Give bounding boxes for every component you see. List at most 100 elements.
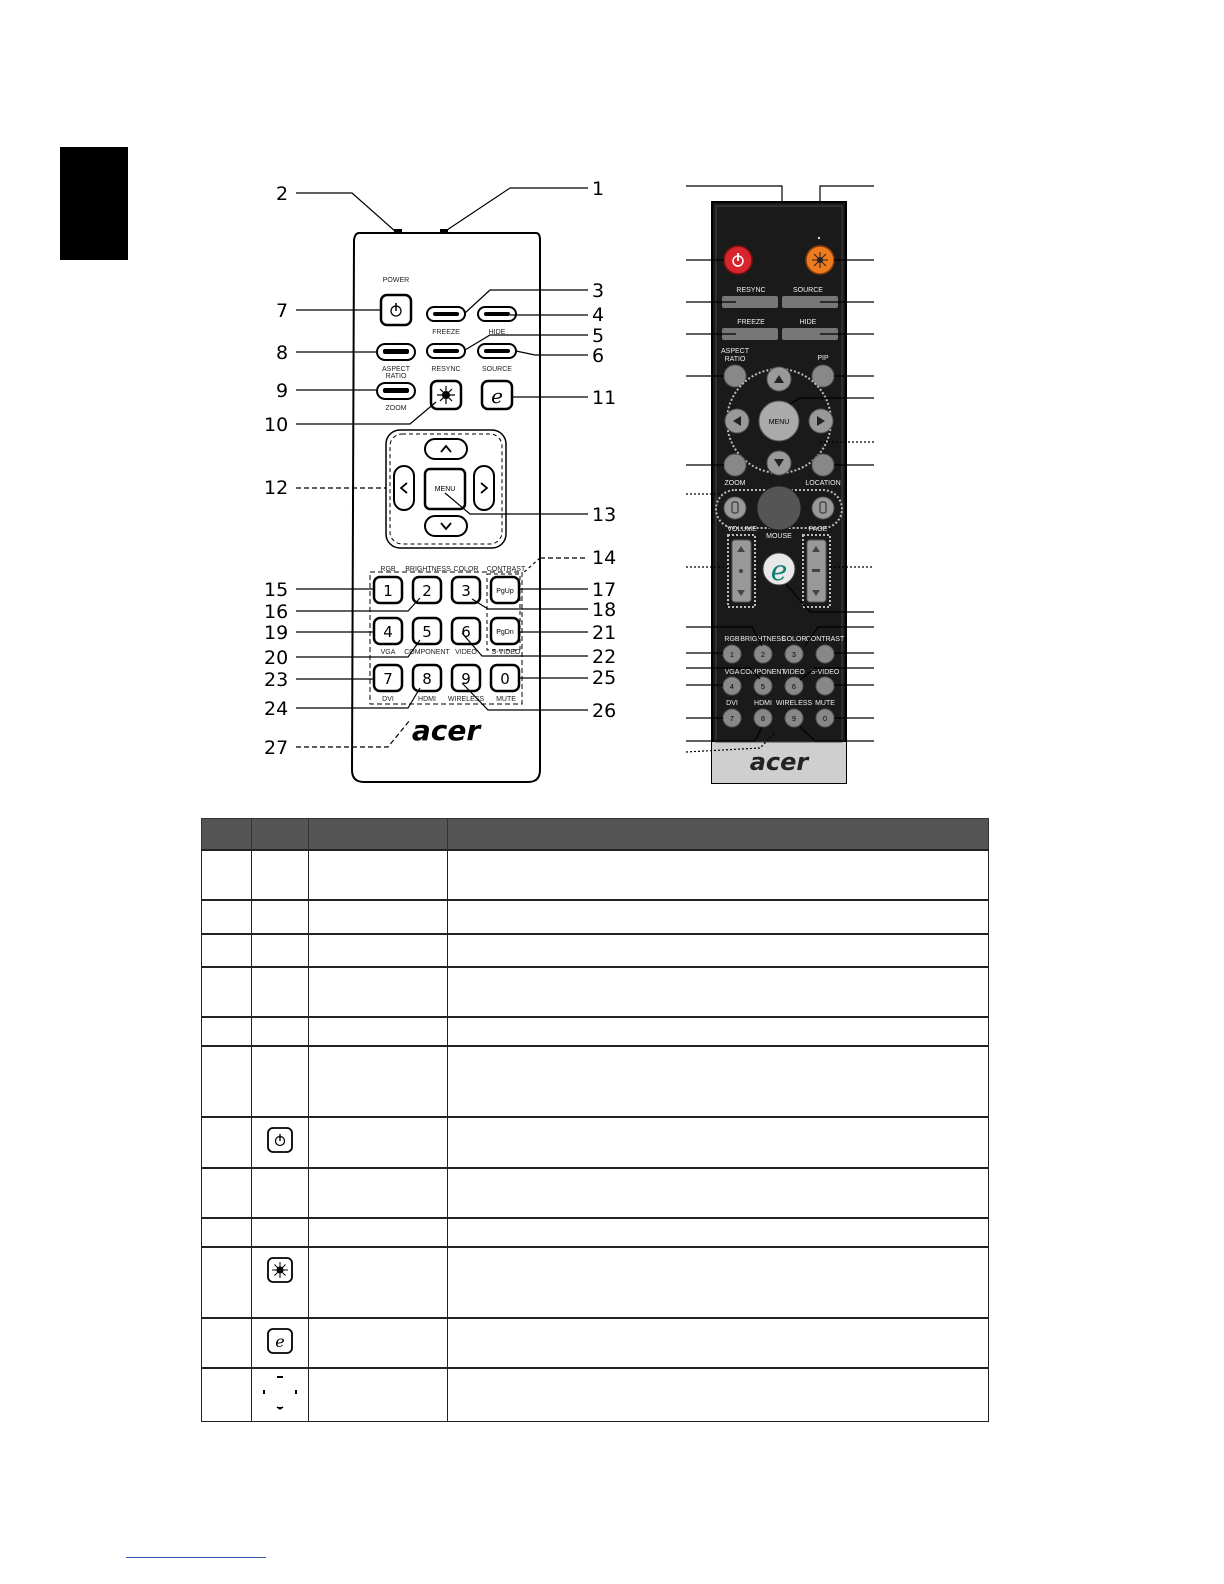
remote-left: POWER FREEZE HIDE ASPECT RATIO RESYNC SO… bbox=[296, 187, 588, 783]
label-vga: VGA bbox=[381, 649, 396, 656]
right-svideo-button[interactable] bbox=[815, 676, 835, 696]
key-0-mute[interactable]: 0 bbox=[489, 663, 521, 693]
right-key-9[interactable]: 9 bbox=[784, 708, 804, 728]
right-source-button[interactable] bbox=[782, 296, 838, 308]
key-7[interactable]: 7 bbox=[372, 663, 404, 693]
callout-7: 7 bbox=[276, 300, 288, 322]
right-key-1[interactable]: 1 bbox=[722, 644, 742, 664]
zoom-button[interactable] bbox=[376, 382, 416, 400]
right-zoom-button[interactable] bbox=[723, 453, 747, 477]
right-label-component: COMPONENT bbox=[740, 669, 786, 676]
right-key-4[interactable]: 4 bbox=[722, 676, 742, 696]
label-mute: MUTE bbox=[496, 696, 516, 703]
right-mouse-right-button[interactable] bbox=[811, 496, 835, 520]
footer-rule bbox=[126, 1557, 266, 1558]
callout-6: 6 bbox=[592, 345, 604, 367]
right-key-5[interactable]: 5 bbox=[753, 676, 773, 696]
source-button[interactable] bbox=[477, 343, 517, 359]
svg-text:4: 4 bbox=[730, 684, 734, 691]
label-resync: RESYNC bbox=[431, 366, 460, 373]
right-key-2[interactable]: 2 bbox=[753, 644, 773, 664]
callout-16: 16 bbox=[264, 601, 288, 623]
table-row bbox=[201, 1246, 989, 1319]
right-label-hdmi: HDMI bbox=[754, 700, 772, 707]
freeze-button[interactable] bbox=[426, 306, 466, 322]
aspect-ratio-button[interactable] bbox=[376, 343, 416, 361]
callout-26: 26 bbox=[592, 700, 616, 722]
key-6[interactable]: 6 bbox=[450, 616, 482, 646]
right-up-button[interactable] bbox=[766, 366, 792, 392]
right-right-button[interactable] bbox=[808, 408, 834, 434]
right-label-video: VIDEO bbox=[783, 669, 805, 676]
pgup-button[interactable]: PgUp bbox=[489, 575, 521, 605]
right-key-7[interactable]: 7 bbox=[722, 708, 742, 728]
dpad-up-button[interactable] bbox=[424, 438, 468, 460]
key-8[interactable]: 8 bbox=[411, 663, 443, 693]
label-rgb: RGB bbox=[380, 566, 396, 573]
table-header-row bbox=[201, 818, 989, 851]
right-hide-button[interactable] bbox=[782, 328, 838, 340]
right-power-button[interactable] bbox=[723, 245, 753, 275]
key-1[interactable]: 1 bbox=[372, 575, 404, 605]
key-9[interactable]: 9 bbox=[450, 663, 482, 693]
dpad-right-button[interactable] bbox=[473, 465, 495, 511]
right-down-button[interactable] bbox=[766, 450, 792, 476]
right-e-key-button[interactable]: e bbox=[762, 552, 796, 587]
right-menu-button[interactable]: MENU bbox=[758, 400, 800, 442]
callout-21: 21 bbox=[592, 622, 616, 644]
right-contrast-button[interactable] bbox=[815, 644, 835, 664]
laser-button[interactable] bbox=[429, 379, 463, 411]
right-left-button[interactable] bbox=[724, 408, 750, 434]
svg-text:0: 0 bbox=[823, 716, 827, 723]
svg-text:2: 2 bbox=[422, 582, 432, 600]
svg-text:6: 6 bbox=[792, 684, 796, 691]
dpad-left-button[interactable] bbox=[393, 465, 415, 511]
header-cell-function bbox=[308, 818, 448, 851]
right-freeze-button[interactable] bbox=[722, 328, 778, 340]
right-label-dvi: DVI bbox=[726, 700, 738, 707]
callout-2: 2 bbox=[276, 183, 288, 205]
label-hdmi: HDMI bbox=[418, 696, 436, 703]
callout-12: 12 bbox=[264, 477, 288, 499]
label-video: VIDEO bbox=[455, 649, 477, 656]
svg-text:0: 0 bbox=[500, 670, 510, 688]
right-page-rocker[interactable] bbox=[806, 539, 827, 603]
label-brightness: BRIGHTNESS bbox=[405, 566, 451, 573]
right-mouse-left-button[interactable] bbox=[723, 496, 747, 520]
power-button[interactable] bbox=[379, 293, 413, 327]
key-5[interactable]: 5 bbox=[411, 616, 443, 646]
pgdn-button[interactable]: PgDn bbox=[489, 616, 521, 646]
svg-text:1: 1 bbox=[383, 582, 393, 600]
right-mouse-pad[interactable] bbox=[756, 485, 802, 531]
callout-13: 13 bbox=[592, 504, 616, 526]
menu-button[interactable]: MENU bbox=[423, 467, 467, 511]
right-label-resync: RESYNC bbox=[736, 287, 765, 294]
svg-text:PgUp: PgUp bbox=[496, 588, 514, 595]
right-volume-rocker[interactable] bbox=[731, 539, 752, 603]
e-key-button[interactable]: e bbox=[480, 379, 514, 411]
svg-text:e: e bbox=[491, 384, 503, 408]
key-2[interactable]: 2 bbox=[411, 575, 443, 605]
key-3[interactable]: 3 bbox=[450, 575, 482, 605]
label-dvi: DVI bbox=[382, 696, 394, 703]
hide-button[interactable] bbox=[477, 306, 517, 322]
right-location-button[interactable] bbox=[811, 453, 835, 477]
right-resync-button[interactable] bbox=[722, 296, 778, 308]
right-key-8[interactable]: 8 bbox=[753, 708, 773, 728]
right-laser-button[interactable] bbox=[805, 245, 835, 275]
resync-button[interactable] bbox=[426, 343, 466, 359]
right-label-source: SOURCE bbox=[793, 287, 823, 294]
svg-text:3: 3 bbox=[461, 582, 471, 600]
acer-logo-right: acer bbox=[750, 748, 811, 776]
header-cell-no bbox=[201, 818, 252, 851]
right-label-color: COLOR bbox=[782, 636, 807, 643]
key-4[interactable]: 4 bbox=[372, 616, 404, 646]
right-key-6[interactable]: 6 bbox=[784, 676, 804, 696]
right-label-mute: MUTE bbox=[815, 700, 835, 707]
dpad-down-button[interactable] bbox=[424, 515, 468, 537]
label-freeze: FREEZE bbox=[432, 329, 460, 336]
svg-text:4: 4 bbox=[383, 623, 393, 641]
right-key-3[interactable]: 3 bbox=[784, 644, 804, 664]
table-row bbox=[201, 1116, 989, 1169]
right-key-0[interactable]: 0 bbox=[815, 708, 835, 728]
